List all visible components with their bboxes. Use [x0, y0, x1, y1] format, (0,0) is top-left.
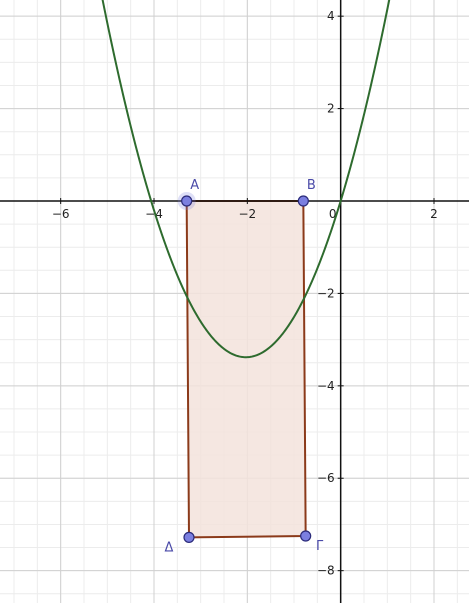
y-tick-label: 2	[327, 102, 335, 116]
parabola-curve[interactable]	[0, 0, 469, 359]
y-tick-label: −4	[317, 379, 335, 393]
polygon-abgd[interactable]	[185, 200, 307, 539]
x-tick-label: 2	[430, 207, 438, 221]
y-tick-label: −8	[317, 564, 335, 578]
y-tick-label: −2	[317, 286, 335, 300]
y-axis-ticks: 4 2 −2 −4 −6 −8	[317, 9, 344, 578]
x-axis-ticks: −6 −4 −2 0 2	[52, 198, 438, 221]
x-tick-label: 0	[329, 207, 337, 221]
x-tick-label: −2	[238, 207, 256, 221]
point-label: A	[190, 178, 199, 193]
point-B[interactable]	[297, 195, 309, 207]
y-tick-label: 4	[327, 9, 335, 23]
y-tick-label: −6	[317, 471, 335, 485]
point-Γ[interactable]	[300, 530, 312, 542]
point-label: B	[307, 178, 316, 193]
x-tick-label: −6	[52, 207, 70, 221]
point-label: Δ	[165, 540, 174, 555]
point-A[interactable]	[181, 195, 193, 207]
points-layer: A B Γ Δ	[165, 178, 324, 555]
x-tick-label: −4	[145, 207, 163, 221]
point-Δ[interactable]	[183, 531, 195, 543]
point-label: Γ	[316, 539, 324, 554]
